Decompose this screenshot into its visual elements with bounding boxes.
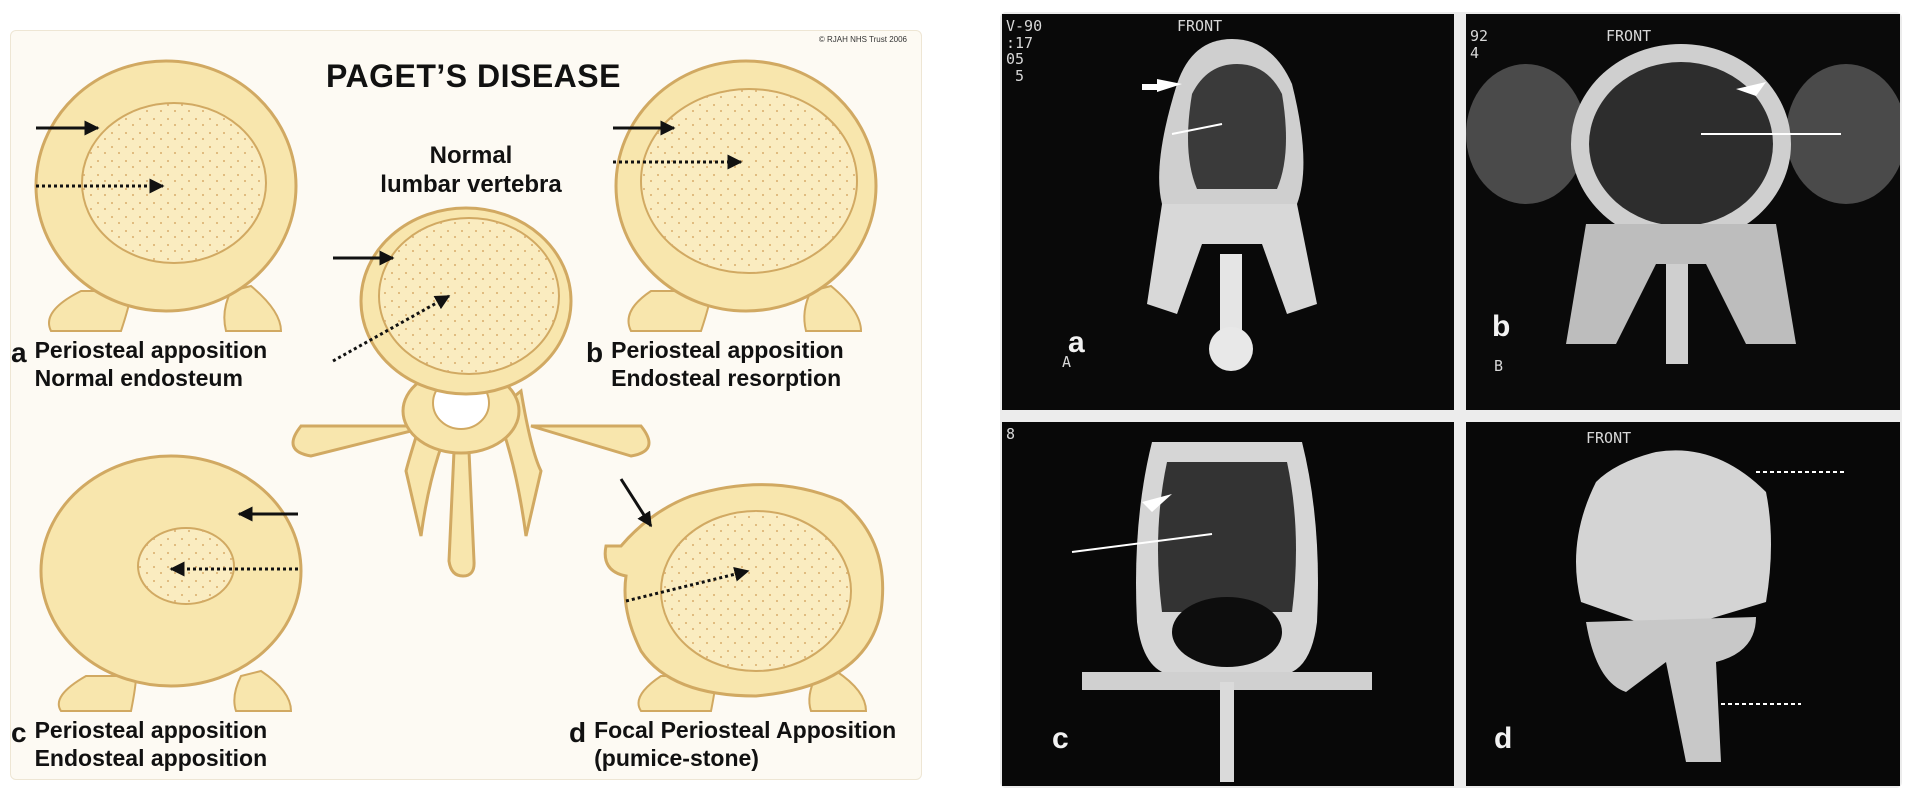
ct-scan-c: 8 c bbox=[1002, 422, 1454, 786]
ct-scan-b-sub: B bbox=[1494, 357, 1504, 375]
ct-scan-a-overlay: V-90 :17 05 5 bbox=[1006, 17, 1043, 85]
paget-diagram-panel: © RJAH NHS Trust 2006 PAGET’S DISEASE No… bbox=[10, 30, 922, 780]
caption-c-line2: Endosteal apposition bbox=[34, 745, 268, 772]
caption-c: c Periosteal apposition Endosteal apposi… bbox=[11, 716, 267, 772]
ct-scan-d-letter: d bbox=[1494, 722, 1513, 755]
ct-scan-a-sub: A bbox=[1062, 353, 1072, 371]
ct-scan-a-image bbox=[1002, 14, 1454, 410]
caption-a-line1: Periosteal apposition bbox=[34, 337, 268, 363]
caption-b-line1: Periosteal apposition bbox=[611, 337, 844, 363]
ct-scan-c-letter: c bbox=[1052, 722, 1069, 755]
caption-d: d Focal Periosteal Apposition (pumice-st… bbox=[569, 716, 896, 772]
ct-scan-c-overlay: 8 bbox=[1006, 425, 1016, 443]
diagram-title: PAGET’S DISEASE bbox=[326, 58, 621, 94]
caption-d-line1: Focal Periosteal Apposition bbox=[594, 717, 897, 743]
normal-vertebra bbox=[291, 206, 651, 578]
vertebra-d bbox=[603, 478, 885, 712]
ct-scan-a-front-label: FRONT bbox=[1177, 17, 1223, 35]
ct-scan-d-front-label: FRONT bbox=[1586, 429, 1632, 447]
ct-scan-b: 92 4 FRONT B b bbox=[1466, 14, 1900, 410]
ct-scan-c-image bbox=[1002, 422, 1454, 786]
normal-vertebra-label-line1: Normal bbox=[429, 142, 513, 169]
ct-scan-d-image bbox=[1466, 422, 1900, 786]
ct-scan-b-letter: b bbox=[1492, 310, 1511, 343]
caption-c-line1: Periosteal apposition bbox=[34, 717, 268, 743]
caption-b-line2: Endosteal resorption bbox=[611, 365, 842, 392]
vertebra-b bbox=[613, 59, 878, 332]
caption-a: a Periosteal apposition Normal endosteum bbox=[11, 336, 267, 392]
caption-b: b Periosteal apposition Endosteal resorp… bbox=[586, 336, 844, 392]
ct-scan-a: V-90 :17 05 5 FRONT A a bbox=[1002, 14, 1454, 410]
ct-scan-b-front-label: FRONT bbox=[1606, 27, 1652, 45]
vertebra-c bbox=[39, 454, 303, 712]
caption-b-letter: b bbox=[586, 337, 604, 368]
vertebra-a bbox=[34, 59, 298, 332]
normal-vertebra-label-line2: lumbar vertebra bbox=[380, 171, 562, 199]
caption-d-line2: (pumice-stone) bbox=[594, 745, 759, 772]
ct-scan-b-image bbox=[1466, 14, 1900, 410]
ct-scan-a-letter: a bbox=[1068, 326, 1085, 359]
ct-scan-panel: V-90 :17 05 5 FRONT A a 92 4 FRONT B b bbox=[1000, 12, 1902, 788]
ct-scan-b-overlay: 92 4 bbox=[1470, 27, 1489, 62]
paget-diagram-illustration bbox=[34, 59, 885, 712]
caption-c-letter: c bbox=[11, 717, 27, 748]
caption-a-line2: Normal endosteum bbox=[34, 365, 243, 392]
ct-scan-d: FRONT d bbox=[1466, 422, 1900, 786]
normal-vertebra-label: Normal lumbar vertebra bbox=[361, 141, 581, 200]
copyright-notice: © RJAH NHS Trust 2006 bbox=[818, 35, 907, 44]
caption-d-letter: d bbox=[569, 717, 587, 748]
caption-a-letter: a bbox=[11, 337, 27, 368]
